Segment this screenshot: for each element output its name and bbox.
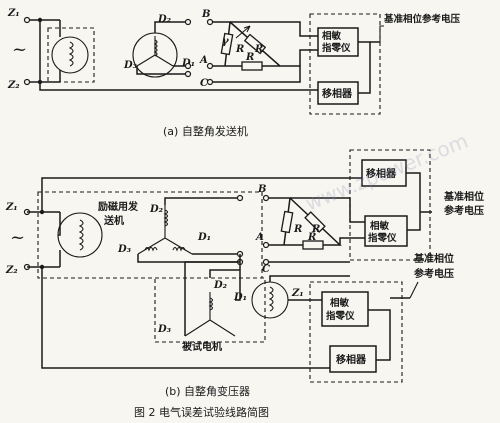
gamma-label: γ	[222, 36, 229, 47]
rotor-coil-icon	[68, 41, 74, 67]
terminal-d2-label-motor: D₂	[213, 280, 228, 291]
terminal-d2-label: D₂	[157, 14, 172, 25]
reference-voltage-bottom-1: 基准相位	[413, 252, 454, 265]
phase-meter-label-a2: 指零仪	[322, 42, 351, 54]
reference-voltage-top-1: 基准相位	[443, 190, 484, 203]
ac-source-symbol-b: ~	[10, 227, 25, 248]
resistor-label-b3: R	[307, 232, 316, 243]
reference-voltage-label-a: 基准相位参考电压	[383, 13, 461, 25]
reference-voltage-bottom-2: 参考电压	[414, 267, 454, 280]
phase-shifter-label-a: 移相器	[322, 87, 353, 100]
resistor-label-2: R	[254, 44, 263, 55]
exciter-rotor-circle	[57, 212, 103, 258]
test-motor-label: 被试电机	[182, 340, 222, 353]
test-motor-coil-icon	[268, 286, 274, 312]
phase-meter-label-a1: 相敏	[322, 30, 342, 42]
terminal-z1-label: Z₁	[7, 8, 20, 19]
terminal-c-label-b: C	[262, 264, 270, 275]
instrument-dashed-box-b-top	[349, 149, 431, 261]
figure-caption: 图 2 电气误差试验线路简图	[134, 405, 269, 419]
terminal-z2-label-b: Z₂	[5, 265, 18, 276]
terminal-b-label: B	[201, 9, 210, 20]
exciter-label-1: 励磁用发	[98, 200, 139, 213]
rotor-dashed-box	[47, 27, 95, 83]
panel-b: Z₁ Z₂ ~ 励磁用发 送机 D₂ D₃ D₁ B A C	[5, 149, 484, 398]
instrument-dashed-box-a	[309, 13, 381, 115]
terminal-z2-label: Z₂	[7, 80, 20, 91]
terminal-d2-label-b: D₂	[149, 204, 164, 215]
terminal-d3-label-motor: D₃	[157, 324, 172, 335]
terminal-d3-label: D₃	[123, 60, 138, 71]
resistor-label-1: R	[235, 44, 244, 55]
resistor-label-b2: R	[311, 224, 320, 235]
terminal-a-label: A	[199, 55, 208, 66]
phase-shifter-label-b-top: 移相器	[366, 167, 397, 180]
phase-meter-label-b1: 相敏	[370, 220, 390, 232]
test-motor-dashed-box	[154, 277, 266, 343]
panel-a: Z₁ Z₂ ~ D₂ D₃ D₁ B A C	[7, 8, 461, 138]
resistor-label-b1: R	[293, 224, 302, 235]
exciter-label-2: 送机	[103, 214, 124, 227]
phase-null-meter-b-top	[364, 215, 408, 247]
terminal-d1-label-b: D₁	[197, 232, 211, 243]
instrument-dashed-box-b-bottom	[309, 281, 403, 383]
terminal-z1-label-motor: Z₁	[291, 288, 304, 299]
terminal-d3-label-b: D₃	[117, 244, 132, 255]
reference-voltage-top-2: 参考电压	[444, 204, 484, 217]
phase-null-meter-b-bottom	[321, 291, 369, 327]
phase-meter-label-b2: 指零仪	[368, 232, 397, 244]
panel-a-caption: (a) 自整角发送机	[163, 124, 248, 138]
phase-meter-label-b3: 相敏	[330, 297, 350, 309]
phase-null-meter-a	[317, 27, 359, 57]
phase-meter-label-b4: 指零仪	[326, 310, 355, 322]
exciter-coil-icon	[78, 219, 84, 251]
phase-shifter-b-bottom	[329, 345, 377, 373]
resistor-label-3: R	[245, 52, 254, 63]
terminal-a-label-b: A	[255, 232, 264, 243]
rotor-winding-circle	[51, 36, 89, 74]
terminal-c-label: C	[200, 78, 208, 89]
panel-b-caption: (b) 自整角变压器	[165, 384, 250, 398]
terminal-z1-label-b: Z₁	[5, 202, 18, 213]
terminal-b-label-b: B	[257, 184, 266, 195]
phase-shifter-label-b-bottom: 移相器	[336, 353, 367, 366]
ac-source-symbol: ~	[12, 39, 27, 60]
exciter-dashed-box	[37, 191, 263, 279]
